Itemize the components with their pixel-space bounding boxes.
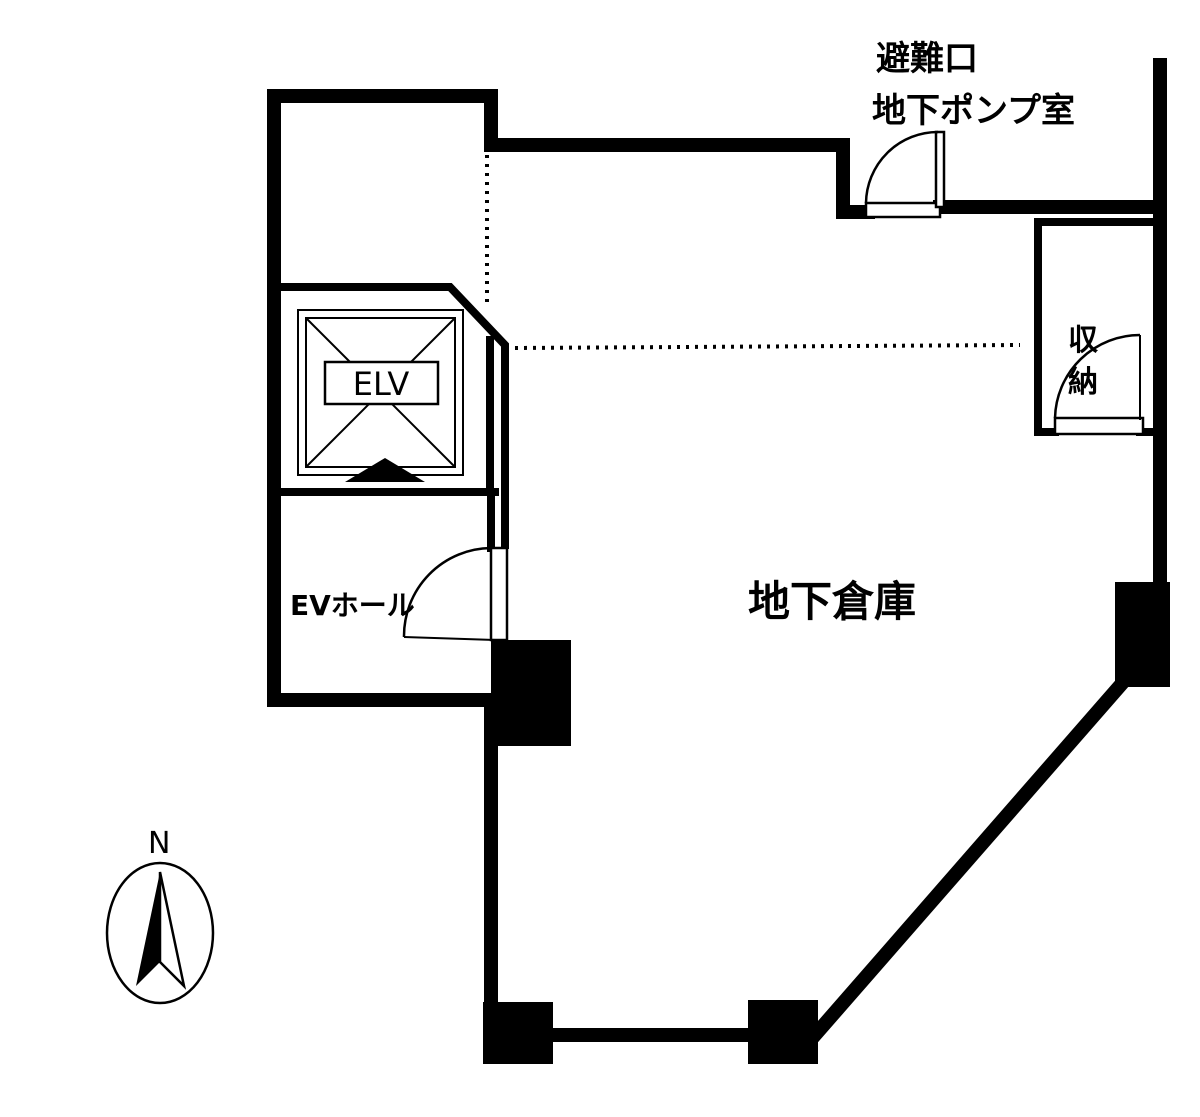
ev-hall-door-sill xyxy=(489,546,509,642)
pump-room-door-sill xyxy=(864,201,942,219)
elevator-label-box xyxy=(323,360,440,406)
pillars xyxy=(483,582,1170,1064)
north-label: N xyxy=(148,826,170,861)
storage-wall xyxy=(1034,218,1159,436)
pump-room-door-swing xyxy=(864,130,939,204)
storage-door-swing xyxy=(1053,333,1141,419)
elevator-entry-arrow xyxy=(345,458,425,482)
warehouse-label: 地下倉庫 xyxy=(748,577,916,626)
elv-shaft-wall xyxy=(276,283,509,549)
elevator-car xyxy=(297,309,464,482)
dotted-line-horizontal xyxy=(514,343,1021,350)
labels: 避難口 地下ポンプ室 収 納 地下倉庫 ELV EVホール N xyxy=(148,39,1099,861)
ev-hall-door-swing xyxy=(402,546,492,638)
interior-walls xyxy=(276,218,1159,552)
ev-hall-door-leaf xyxy=(403,636,496,641)
pump-room-label: 地下ポンプ室 xyxy=(872,91,1075,131)
doors xyxy=(402,130,1145,642)
north-arrow-right-half xyxy=(158,871,187,990)
dotted-boundaries xyxy=(485,155,1021,350)
pillar-4 xyxy=(748,1000,818,1064)
north-arrow-ring xyxy=(105,861,215,1005)
wall-north xyxy=(267,89,875,1042)
pillar-2 xyxy=(1115,582,1170,687)
ev-hall-label: EVホール xyxy=(290,589,415,622)
storage-label-2: 納 xyxy=(1068,365,1098,400)
pillar-1 xyxy=(491,640,571,746)
outer-walls xyxy=(267,58,1167,1042)
pump-room-door-leaf xyxy=(934,130,946,209)
storage-door-sill xyxy=(1053,416,1145,436)
north-arrow xyxy=(105,861,215,1005)
pillar-3 xyxy=(483,1002,553,1064)
evacuation-exit-label: 避難口 xyxy=(876,39,978,79)
north-arrow-left-half xyxy=(136,872,160,986)
elevator-label: ELV xyxy=(353,365,410,403)
storage-label-1: 収 xyxy=(1068,323,1099,358)
